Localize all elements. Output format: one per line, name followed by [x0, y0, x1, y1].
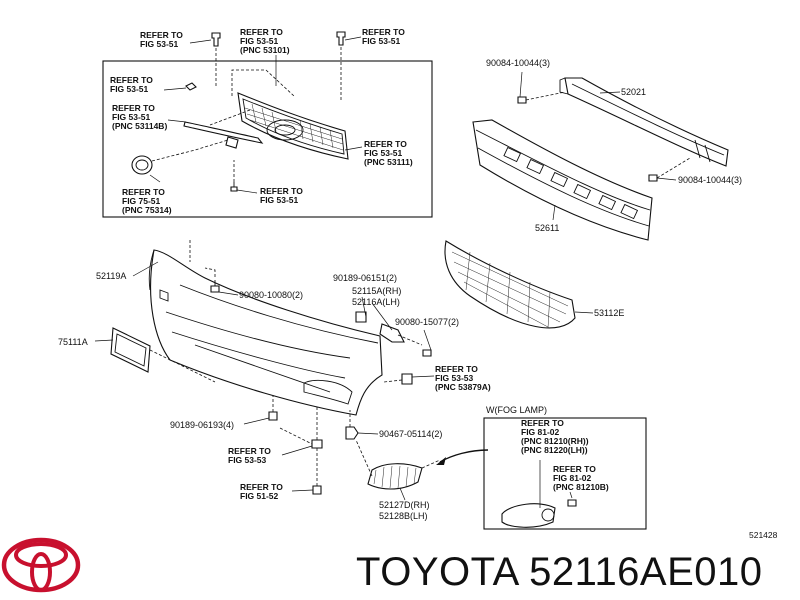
refer-c8-line2: FIG 53-51 — [260, 195, 299, 205]
fog-lamp-title: W(FOG LAMP) — [486, 405, 547, 415]
bumper-cover — [148, 249, 383, 416]
refer-c11-line2: FIG 51-52 — [240, 491, 279, 501]
refer-c1-line2: FIG 53-51 — [140, 39, 179, 49]
top-clip-right — [336, 31, 346, 46]
part-label-p12: 90467-05114(2) — [379, 429, 442, 439]
fog-lamp — [501, 499, 577, 528]
refer-c5-line2: FIG 53-51 — [112, 112, 151, 122]
diagram-code: 521428 — [749, 530, 778, 540]
part-label-p3: 90084-10044(3) — [678, 175, 742, 185]
refer-c9-line1: REFER TO — [435, 364, 478, 374]
refer-fog1-line3: (PNC 81210(RH)) — [521, 436, 589, 446]
refer-c10-line2: FIG 53-53 — [228, 455, 267, 465]
push-clip — [345, 426, 359, 440]
refer-c4-line1: REFER TO — [110, 75, 153, 85]
lower-clip-2 — [311, 439, 323, 449]
refer-c11-line1: REFER TO — [240, 482, 283, 492]
refer-c4-line2: FIG 53-51 — [110, 84, 149, 94]
refer-fog2-line2: FIG 81-02 — [553, 473, 592, 483]
grille-group-box — [102, 60, 433, 218]
refer-fog1-line4: (PNC 81220(LH)) — [521, 445, 588, 455]
fog-lamp-box — [483, 417, 647, 530]
part-label-p11: 90189-06193(4) — [170, 420, 234, 430]
refer-c6-line3: (PNC 53111) — [364, 157, 413, 167]
radiator-grille — [237, 92, 349, 160]
top-clip-left — [211, 32, 221, 47]
part-label-p7-line3: 52116A(LH) — [352, 297, 400, 307]
refer-fog2-line1: REFER TO — [553, 464, 596, 474]
part-title: TOYOTA 52116AE010 — [356, 550, 763, 594]
part-label-p8: 90080-15077(2) — [395, 317, 459, 327]
emblem — [131, 155, 153, 175]
part-label-p2: 52021 — [621, 87, 646, 97]
license-plate-bracket — [110, 327, 151, 373]
energy-absorber — [472, 119, 653, 241]
fog-lamp-cover — [367, 463, 423, 490]
reinforcement-bolt-right — [648, 174, 658, 182]
refer-fog1-line2: FIG 81-02 — [521, 427, 560, 437]
part-label-p5: 52119A — [96, 271, 126, 281]
grille-bolt — [230, 182, 238, 192]
part-label-p13-line2: 52128B(LH) — [379, 511, 428, 521]
refer-c2-line3: (PNC 53101) — [240, 45, 290, 55]
refer-c5-line1: REFER TO — [112, 103, 155, 113]
refer-c9-line2: FIG 53-53 — [435, 373, 474, 383]
part-label-p7-line2: 52115A(RH) — [352, 286, 401, 296]
part-label-p6: 90080-10080(2) — [239, 290, 303, 300]
refer-c3-line1: REFER TO — [362, 27, 405, 37]
refer-c7-line2: FIG 75-51 — [122, 196, 161, 206]
refer-c7-line3: (PNC 75314) — [122, 205, 172, 215]
refer-c5-line3: (PNC 53114B) — [112, 121, 167, 131]
refer-c8-line1: REFER TO — [260, 186, 303, 196]
reinforcement-bolt-left — [517, 96, 527, 104]
refer-c6-line1: REFER TO — [364, 139, 407, 149]
side-retainer-clip — [355, 311, 405, 343]
lower-grille — [444, 240, 576, 329]
lower-clip-3 — [312, 485, 322, 495]
refer-c6-line2: FIG 53-51 — [364, 148, 403, 158]
refer-fog1-line1: REFER TO — [521, 418, 564, 428]
part-label-p9: 53112E — [594, 308, 624, 318]
cover-clip — [401, 373, 413, 385]
refer-c3-line2: FIG 53-51 — [362, 36, 401, 46]
grille-molding — [183, 121, 264, 149]
bumper-reinforcement — [559, 77, 729, 167]
part-label-p4: 52611 — [535, 223, 559, 233]
refer-c7-line1: REFER TO — [122, 187, 165, 197]
refer-c2-line1: REFER TO — [240, 27, 283, 37]
side-bolt — [422, 349, 432, 357]
toyota-logo-icon — [1, 537, 81, 593]
refer-c10-line1: REFER TO — [228, 446, 271, 456]
part-label-p7-line1: 90189-06151(2) — [333, 273, 397, 283]
refer-c1-line1: REFER TO — [140, 30, 183, 40]
part-label-p1: 90084-10044(3) — [486, 58, 550, 68]
refer-c9-line3: (PNC 53879A) — [435, 382, 491, 392]
part-label-p13-line1: 52127D(RH) — [379, 500, 430, 510]
lower-clip-1 — [268, 411, 278, 421]
fog-lamp-arrow — [439, 449, 489, 463]
refer-c2-line2: FIG 53-51 — [240, 36, 279, 46]
part-label-p10: 75111A — [58, 337, 88, 347]
refer-fog2-line3: (PNC 81210B) — [553, 482, 609, 492]
